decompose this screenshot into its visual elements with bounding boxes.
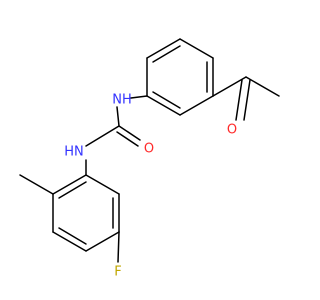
atom-label-fluorine: F [114,265,121,280]
bond-ring-b-4 [52,231,87,252]
bond-ring-a-nh [130,95,148,99]
bond-fluorine [117,231,120,263]
bond-ring-a-inner-1 [152,45,181,63]
bond-ring-b-inner-2 [58,227,87,245]
bond-acetyl-co-a [235,79,243,121]
bond-ring-a-5 [146,95,181,116]
bond-ring-a-inner-3 [152,91,181,109]
bond-ring-b-3 [85,231,120,252]
bond-ring-b-inner-3 [58,181,87,199]
bond-urea-co-a [118,125,141,141]
molecule-drawing: NH HN O O F [19,38,280,280]
bond-nh-urea-c [116,106,120,127]
bond-urea-co-b [116,131,139,147]
bond-ring-b-6 [52,174,87,195]
bond-urea-c-nh [85,125,120,147]
atom-label-nh-left: HN [64,145,84,160]
atom-label-nh-top: NH [112,93,132,108]
bond-ring-a-1 [146,38,181,59]
bond-methyl [19,174,54,195]
bond-ring-a-4 [179,95,214,116]
bond-ring-b-1 [85,174,120,195]
bond-ring-a-2 [179,38,214,59]
structure-canvas: NH HN O O F [19,38,280,280]
bond-acetyl-ring [212,76,247,97]
bond-layer [19,38,280,263]
bond-acetyl-methyl [245,76,280,97]
bond-acetyl-co-b [243,79,251,121]
atom-label-oxygen-urea: O [144,142,154,157]
atom-label-oxygen-acetyl: O [227,123,237,138]
